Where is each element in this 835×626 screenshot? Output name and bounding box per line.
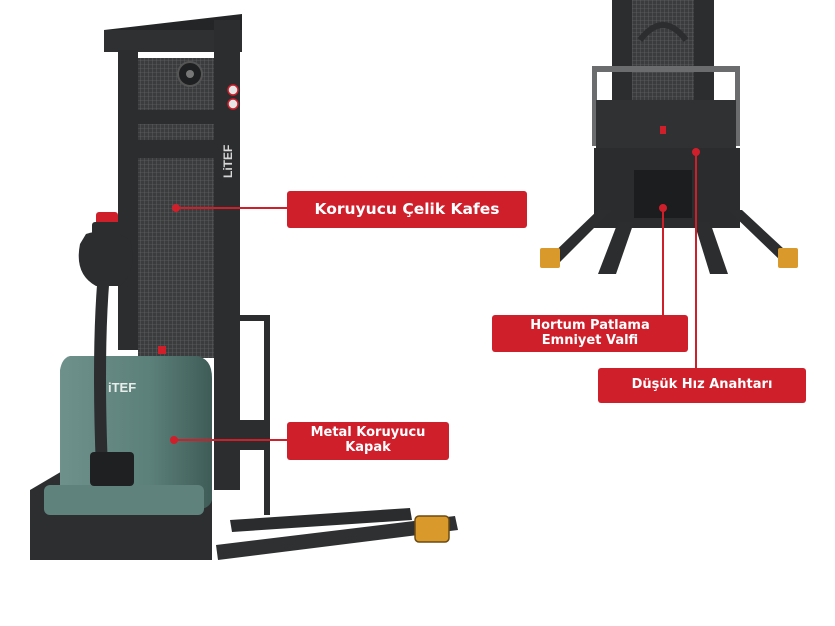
body-logo: iTEF xyxy=(108,380,136,395)
callout-hose-valve: Hortum Patlama Emniyet Valfi xyxy=(492,315,688,352)
callout-hose-valve-line2: Emniyet Valfi xyxy=(541,332,639,348)
left-stacker: LiTEF iTEF xyxy=(30,14,458,560)
mast-top-beam xyxy=(104,30,242,52)
left-fork-lower xyxy=(216,516,458,560)
callout-metal-cover-line1: Metal Koruyucu xyxy=(310,425,426,441)
callout-steel-cage: Koruyucu Çelik Kafes xyxy=(287,191,527,228)
left-fork-upper xyxy=(230,508,412,532)
callout-metal-cover: Metal Koruyucu Kapak xyxy=(287,422,449,460)
callout-low-speed-switch: Düşük Hız Anahtarı xyxy=(598,368,806,403)
callout-metal-cover-line2: Kapak xyxy=(345,440,391,455)
callout-hose-valve-line1: Hortum Patlama xyxy=(530,317,650,333)
rear-fork-left xyxy=(598,222,634,274)
rear-leg-left xyxy=(544,210,612,262)
mast-logo: LiTEF xyxy=(221,145,235,178)
leader-lines xyxy=(170,148,700,444)
callout-steel-cage-text: Koruyucu Çelik Kafes xyxy=(314,199,500,218)
right-stacker xyxy=(540,0,798,274)
mast-left-upright xyxy=(118,50,138,350)
callout-low-speed-switch-text: Düşük Hız Anahtarı xyxy=(631,377,773,393)
fork-roller xyxy=(415,516,449,542)
mast-right-upright xyxy=(214,20,240,490)
rear-carriage xyxy=(596,100,736,150)
tiller-handle xyxy=(78,231,133,286)
drive-unit xyxy=(90,452,134,486)
rear-fork-right xyxy=(694,222,728,274)
